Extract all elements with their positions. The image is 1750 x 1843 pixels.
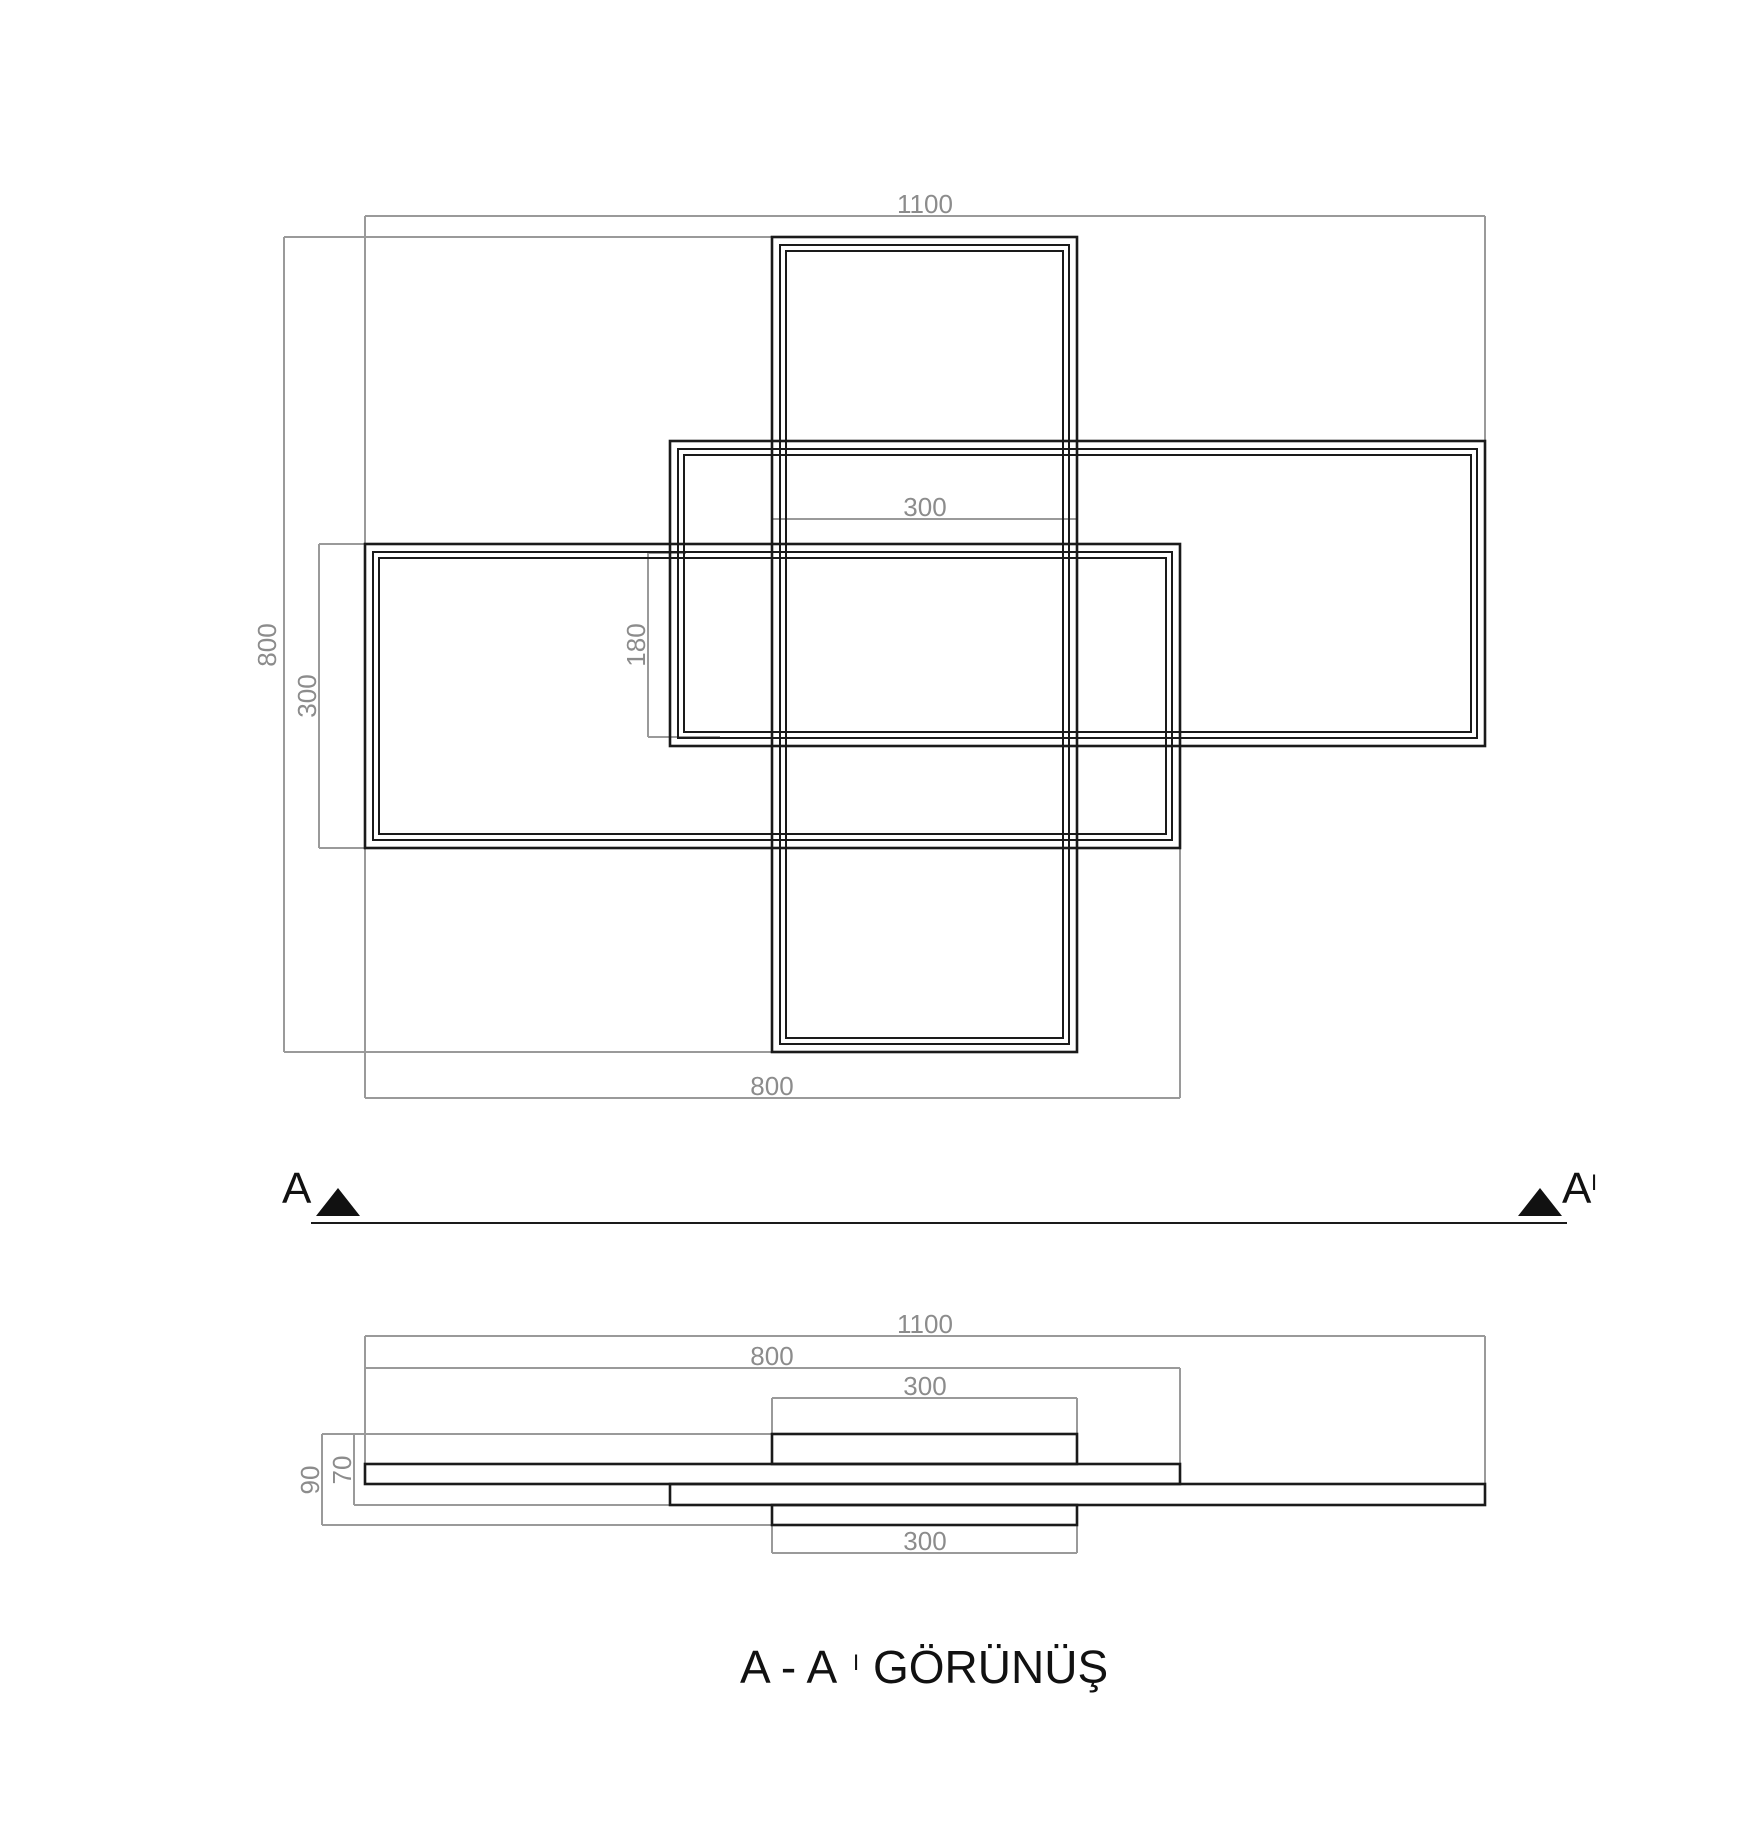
elevation-dimension-lines	[321, 1335, 1486, 1554]
elev-dim-90: 90	[295, 1466, 325, 1495]
elev-dim-300-bottom: 300	[903, 1526, 946, 1556]
plan-dimension-lines	[283, 215, 1486, 1099]
elev-dim-1100: 1100	[897, 1309, 953, 1339]
frame-vertical-center	[770, 235, 1079, 1054]
plan-view: 1100 800 300 300 180 800	[252, 189, 1487, 1101]
plan-dim-800-height: 800	[252, 623, 282, 666]
bar-left-frame	[363, 1462, 1182, 1486]
plan-dim-1100: 1100	[897, 189, 953, 219]
section-marker: A A I	[282, 1164, 1597, 1224]
elevation-bars	[363, 1432, 1487, 1527]
section-prime-right: I	[1591, 1170, 1597, 1195]
elev-dim-70: 70	[327, 1456, 357, 1485]
plan-dim-800-width: 800	[750, 1071, 793, 1101]
title-prefix: A - A	[740, 1641, 837, 1693]
plan-dim-180: 180	[621, 623, 651, 666]
section-letter-right: A	[1562, 1164, 1592, 1213]
triangle-marker-left-icon	[316, 1188, 360, 1216]
title-prime: I	[853, 1650, 859, 1675]
view-title: A - A I GÖRÜNÜŞ	[740, 1641, 1108, 1693]
plan-dim-300-height: 300	[292, 674, 322, 717]
elev-dim-800: 800	[750, 1341, 793, 1371]
title-word: GÖRÜNÜŞ	[873, 1641, 1108, 1693]
plan-dim-300-width: 300	[903, 492, 946, 522]
section-letter-left: A	[282, 1164, 312, 1213]
triangle-marker-right-icon	[1518, 1188, 1562, 1216]
bar-bottom-center	[770, 1503, 1079, 1527]
elevation-view: 1100 800 300 300 90 70	[295, 1309, 1487, 1556]
bar-top-center	[770, 1432, 1079, 1466]
bar-right-frame	[668, 1482, 1487, 1507]
elev-dim-300-top: 300	[903, 1371, 946, 1401]
